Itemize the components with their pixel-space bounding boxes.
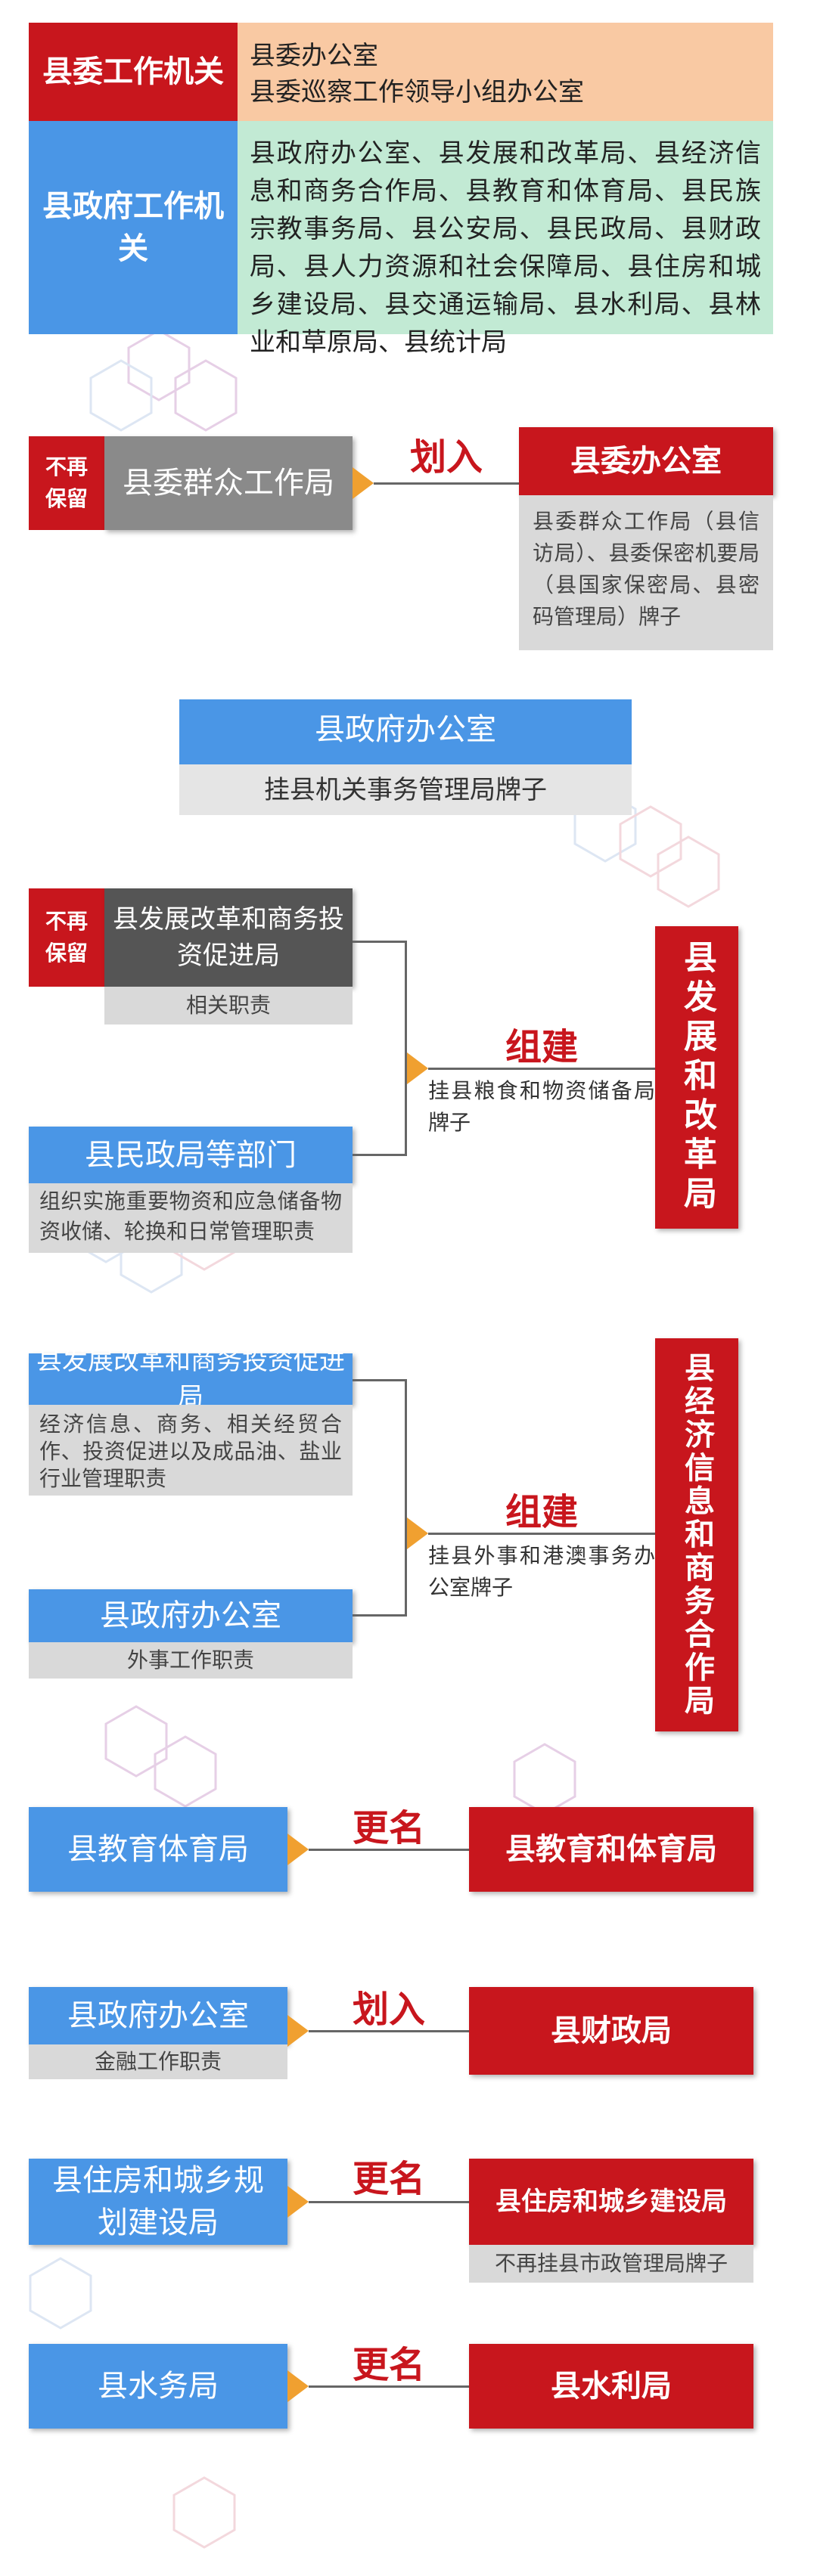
gov-organs-header: 县政府工作机关 [29, 121, 238, 334]
target-water-resources-bureau: 县水利局 [469, 2344, 753, 2429]
connector-line [428, 1533, 655, 1535]
connector-line [309, 1849, 469, 1851]
no-longer-kept-badge: 不再 保留 [29, 888, 104, 987]
arrow-icon [287, 2370, 309, 2402]
gov-office-note: 挂县机关事务管理局牌子 [179, 760, 632, 815]
connector-line [405, 941, 407, 1156]
action-label: 组建 [505, 1491, 578, 1533]
source-development-reform-commerce-bureau: 县发展改革和商务投资促进局 [104, 888, 353, 987]
action-label: 划入 [352, 1989, 425, 2031]
source-note: 组织实施重要物资和应急储备物资收储、轮换和日常管理职责 [29, 1183, 353, 1253]
action-note: 挂县外事和港澳事务办公室牌子 [428, 1543, 655, 1600]
target-development-reform-bureau: 县发展和改革局 [655, 926, 738, 1229]
arrow-icon [407, 1517, 428, 1549]
action-label: 更名 [352, 1807, 425, 1849]
source-note: 相关职责 [104, 987, 353, 1025]
arrow-icon [287, 2186, 309, 2218]
arrow-icon [407, 1052, 428, 1084]
source-water-affairs-bureau: 县水务局 [29, 2344, 287, 2429]
source-education-sports-bureau: 县教育体育局 [29, 1807, 287, 1892]
action-note: 挂县粮食和物资储备局牌子 [428, 1078, 655, 1135]
target-finance-bureau: 县财政局 [469, 1987, 753, 2075]
target-note: 不再挂县市政管理局牌子 [469, 2245, 753, 2283]
target-economic-info-commerce-bureau: 县经济信息和商务合作局 [655, 1338, 738, 1731]
arrow-icon [287, 1834, 309, 1865]
source-gov-office: 县政府办公室 [29, 1987, 287, 2044]
connector-line [374, 482, 519, 485]
connector-line [353, 1614, 407, 1617]
gov-organs-list: 县政府办公室、县发展和改革局、县经济信息和商务合作局、县教育和体育局、县民族宗教… [238, 121, 773, 358]
arrow-icon [353, 467, 374, 499]
gov-office-title: 县政府办公室 [179, 699, 632, 760]
source-development-reform-commerce-bureau: 县发展改革和商务投资促进局 [29, 1346, 353, 1412]
connector-line [309, 2201, 469, 2203]
target-party-office: 县委办公室 [519, 427, 773, 495]
party-organs-list: 县委办公室 县委巡察工作领导小组办公室 [238, 23, 773, 121]
target-education-and-sports-bureau: 县教育和体育局 [469, 1807, 753, 1892]
party-organ-item: 县委办公室 [250, 41, 378, 71]
action-label: 组建 [505, 1026, 578, 1068]
connector-line [428, 1068, 655, 1070]
connector-line [353, 941, 407, 943]
source-civil-affairs-bureau: 县民政局等部门 [29, 1127, 353, 1183]
gov-organs-text: 县政府办公室、县发展和改革局、县经济信息和商务合作局、县教育和体育局、县民族宗教… [250, 138, 761, 358]
no-longer-kept-badge: 不再 保留 [29, 436, 104, 530]
action-label: 更名 [352, 2344, 425, 2386]
connector-line [309, 2385, 469, 2388]
arrow-icon [287, 2015, 309, 2047]
source-housing-planning-construction-bureau: 县住房和城乡规划建设局 [29, 2159, 287, 2245]
party-organ-item: 县委巡察工作领导小组办公室 [250, 77, 584, 107]
source-note: 经济信息、商务、相关经贸合作、投资促进以及成品油、盐业行业管理职责 [29, 1405, 353, 1496]
action-label: 更名 [352, 2158, 425, 2200]
connector-line [353, 1154, 407, 1156]
connector-line [405, 1379, 407, 1617]
target-housing-construction-bureau: 县住房和城乡建设局 [469, 2159, 753, 2245]
connector-line [353, 1379, 407, 1381]
source-mass-work-bureau: 县委群众工作局 [104, 436, 353, 530]
target-note: 县委群众工作局（县信访局）、县委保密机要局（县国家保密局、县密码管理局）牌子 [519, 495, 773, 650]
action-label: 划入 [409, 436, 483, 479]
source-note: 金融工作职责 [29, 2044, 287, 2079]
party-organs-header: 县委工作机关 [29, 23, 238, 121]
source-note: 外事工作职责 [29, 1642, 353, 1679]
source-gov-office: 县政府办公室 [29, 1589, 353, 1642]
connector-line [309, 2030, 469, 2032]
